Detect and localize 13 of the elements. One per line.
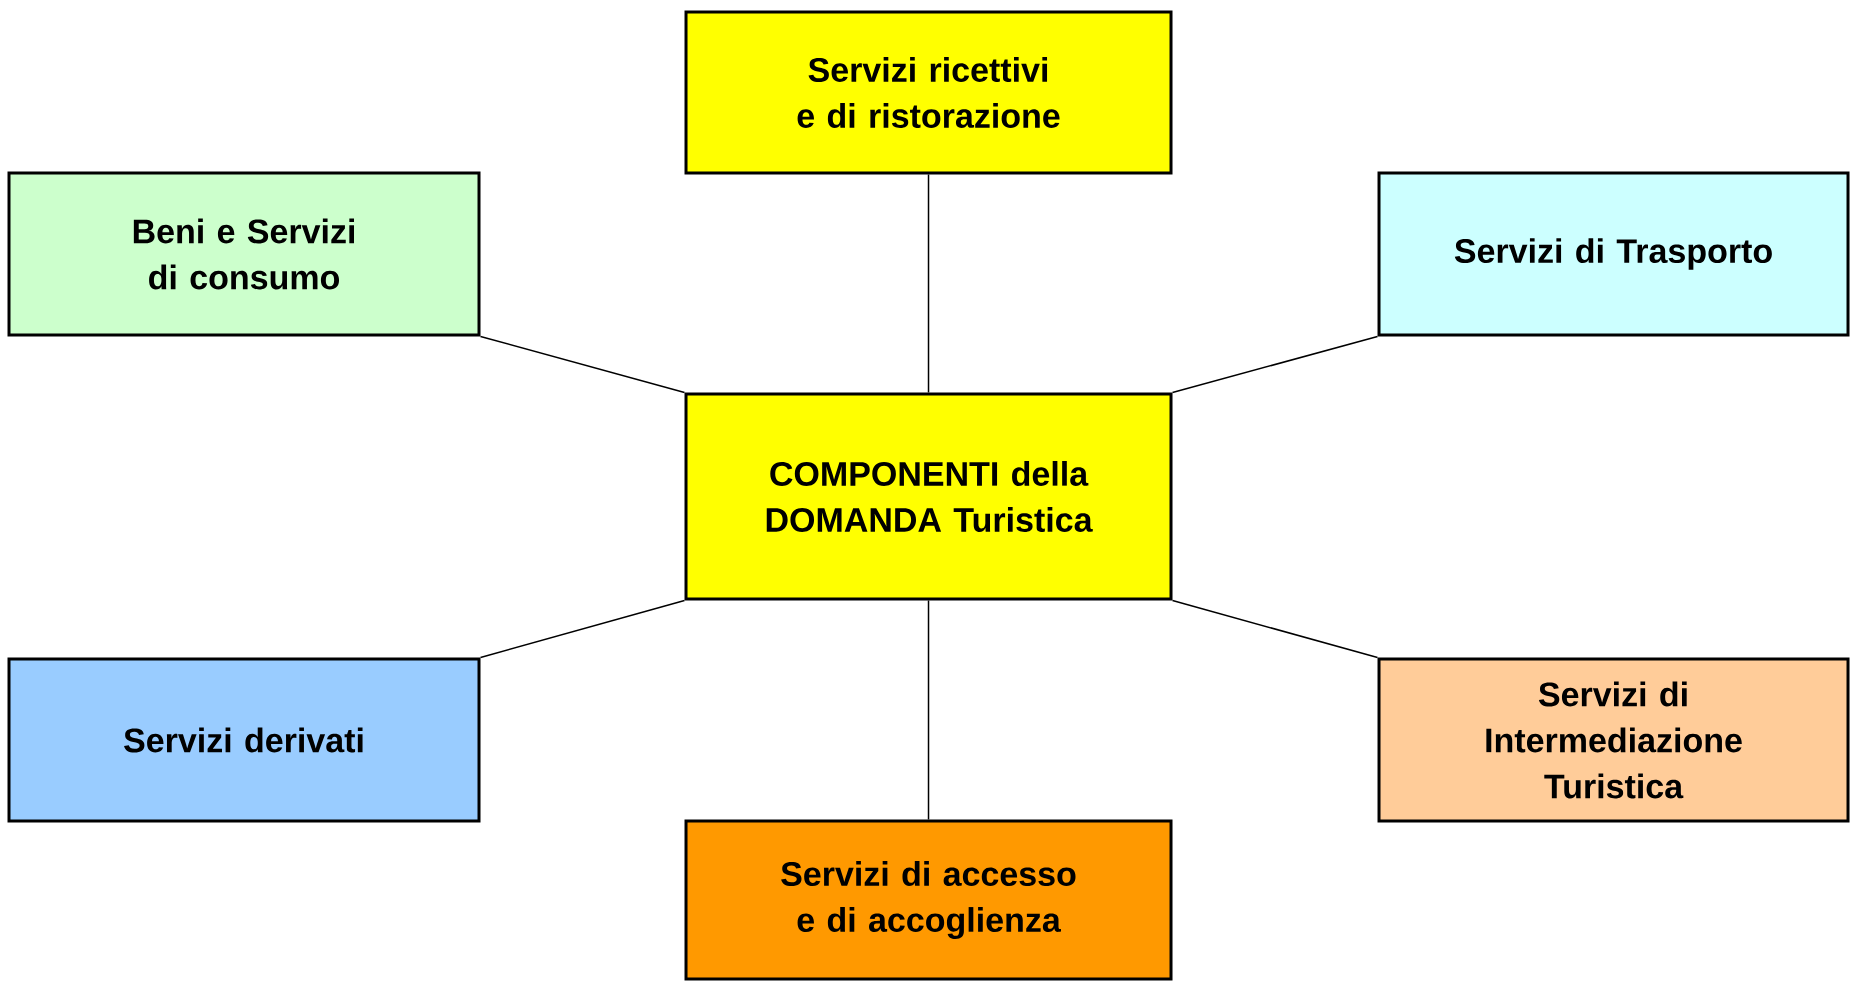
category-box: Servizi ricettivi e di ristorazione <box>684 10 1173 175</box>
connector-line <box>927 599 930 821</box>
category-box: Servizi derivati <box>7 657 481 823</box>
connector-line <box>1171 335 1379 394</box>
connector-line <box>479 599 686 659</box>
connector-line <box>927 173 930 394</box>
center-box: COMPONENTI della DOMANDA Turistica <box>684 392 1173 601</box>
connector-line <box>479 335 686 394</box>
category-box: Servizi di Intermediazione Turistica <box>1377 657 1850 823</box>
category-box: Servizi di Trasporto <box>1377 171 1850 337</box>
category-box: Beni e Servizi di consumo <box>7 171 481 337</box>
connector-line <box>1171 599 1379 659</box>
category-box: Servizi di accesso e di accoglienza <box>684 819 1173 981</box>
